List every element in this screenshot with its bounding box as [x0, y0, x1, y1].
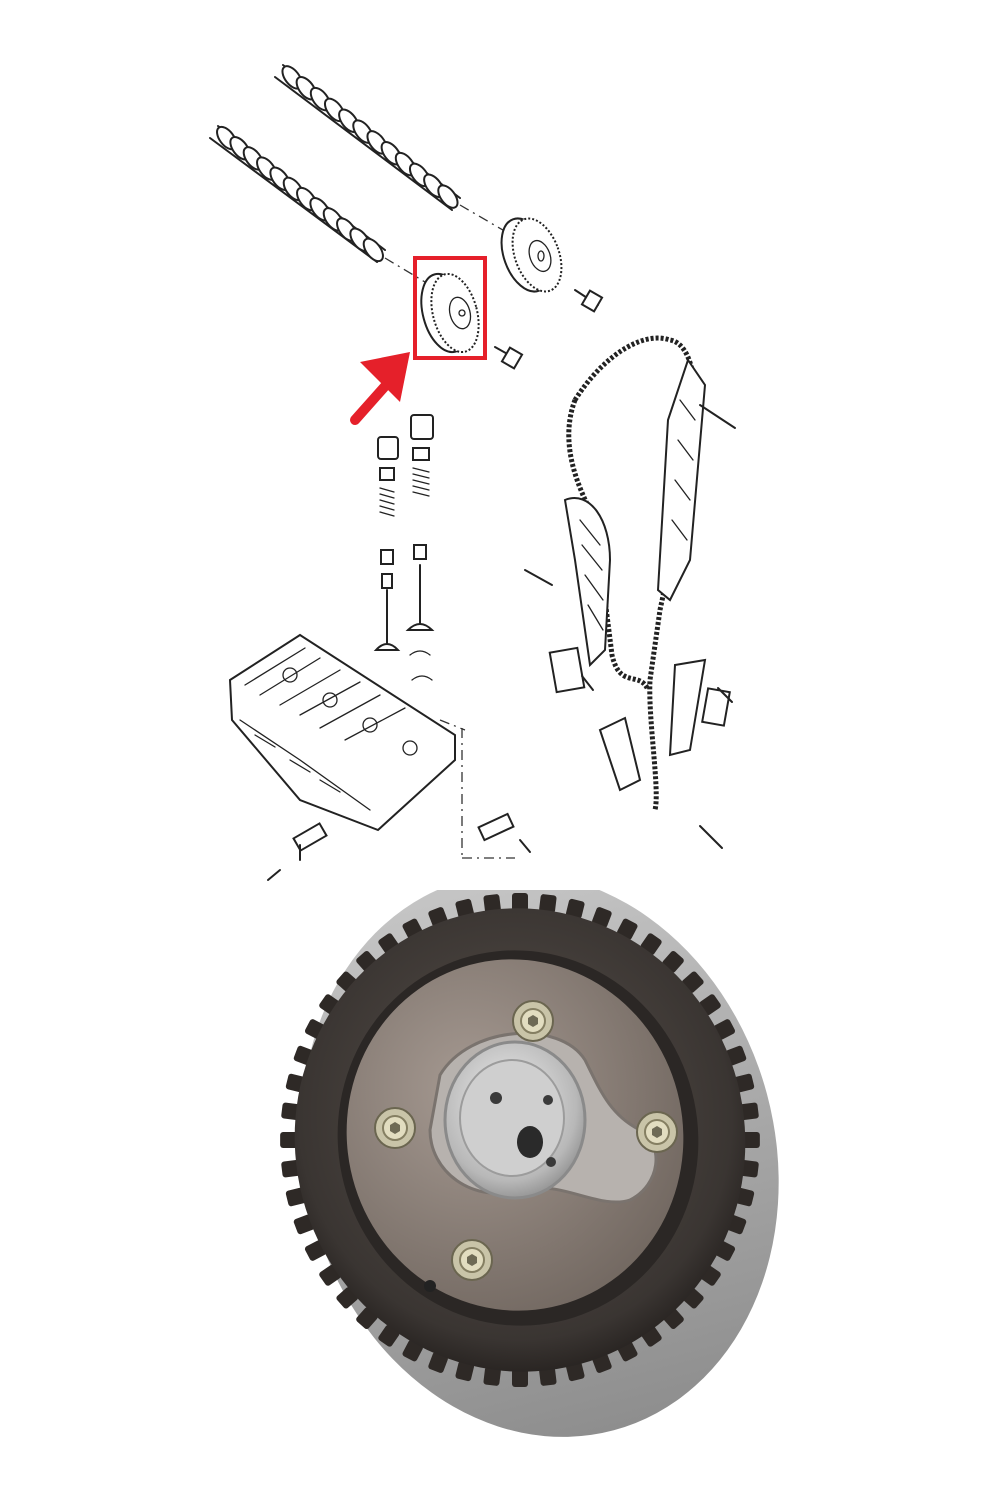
gear-tooth	[512, 1369, 528, 1387]
product-photo	[0, 890, 1000, 1500]
intake-camshaft	[209, 125, 431, 286]
diagram-svg	[209, 64, 736, 881]
camshaft-position-sensor	[477, 812, 531, 853]
gear-tooth	[617, 918, 638, 940]
gear-tooth	[741, 1132, 760, 1148]
chain-guide-left	[563, 497, 612, 668]
gear-tooth	[280, 1132, 299, 1148]
oil-pump-chain-guide	[598, 658, 707, 792]
cover-bolt	[636, 1111, 678, 1153]
gear-tooth	[285, 1187, 306, 1207]
gear-tooth	[455, 1361, 475, 1382]
cam-lobe	[362, 237, 384, 263]
chain-tensioner	[548, 646, 731, 727]
timing-chain	[566, 335, 699, 811]
gear-tooth	[739, 1160, 759, 1178]
cylinder-head	[228, 633, 456, 832]
center-bore	[517, 1126, 543, 1158]
cam-lobe	[437, 184, 459, 209]
gear-tooth	[428, 1352, 448, 1373]
gear-tooth	[592, 907, 612, 928]
gear-tooth	[483, 894, 501, 914]
exhaust-camshaft	[274, 64, 521, 241]
gear-tooth	[293, 1214, 315, 1235]
cover-bolt	[512, 1000, 554, 1042]
gear-tooth	[281, 1102, 301, 1120]
guide-bolts	[524, 404, 736, 849]
gear-tooth	[565, 898, 585, 919]
gear-tooth	[739, 1102, 759, 1120]
chain-guide-right	[656, 357, 707, 602]
gear-tooth	[725, 1045, 747, 1066]
intake-camshaft-sprocket	[420, 272, 480, 354]
highlight-box	[413, 256, 487, 360]
valve-assembly-left	[373, 436, 401, 651]
gear-tooth	[539, 1366, 557, 1386]
gear-tooth	[512, 893, 528, 911]
cover-bolt	[374, 1107, 416, 1149]
sprocket-bolt-lower	[494, 346, 524, 370]
cover-bolt	[451, 1239, 493, 1281]
gear-tooth	[483, 1366, 501, 1386]
highlight-arrow	[350, 352, 410, 425]
sprocket-bolt-upper	[574, 289, 604, 313]
gear-tooth	[734, 1073, 755, 1093]
gear-tooth	[402, 1340, 423, 1362]
gear-tooth	[539, 894, 557, 914]
timing-mark-hole	[424, 1280, 436, 1292]
valve-assembly-right	[405, 414, 435, 681]
dowel-hole	[490, 1092, 502, 1104]
exploded-parts-diagram	[209, 64, 736, 881]
exhaust-camshaft-sprocket	[500, 217, 563, 293]
oil-control-valve	[267, 822, 328, 881]
gear-tooth	[281, 1160, 301, 1178]
vvt-sprocket-photo	[280, 890, 779, 1437]
